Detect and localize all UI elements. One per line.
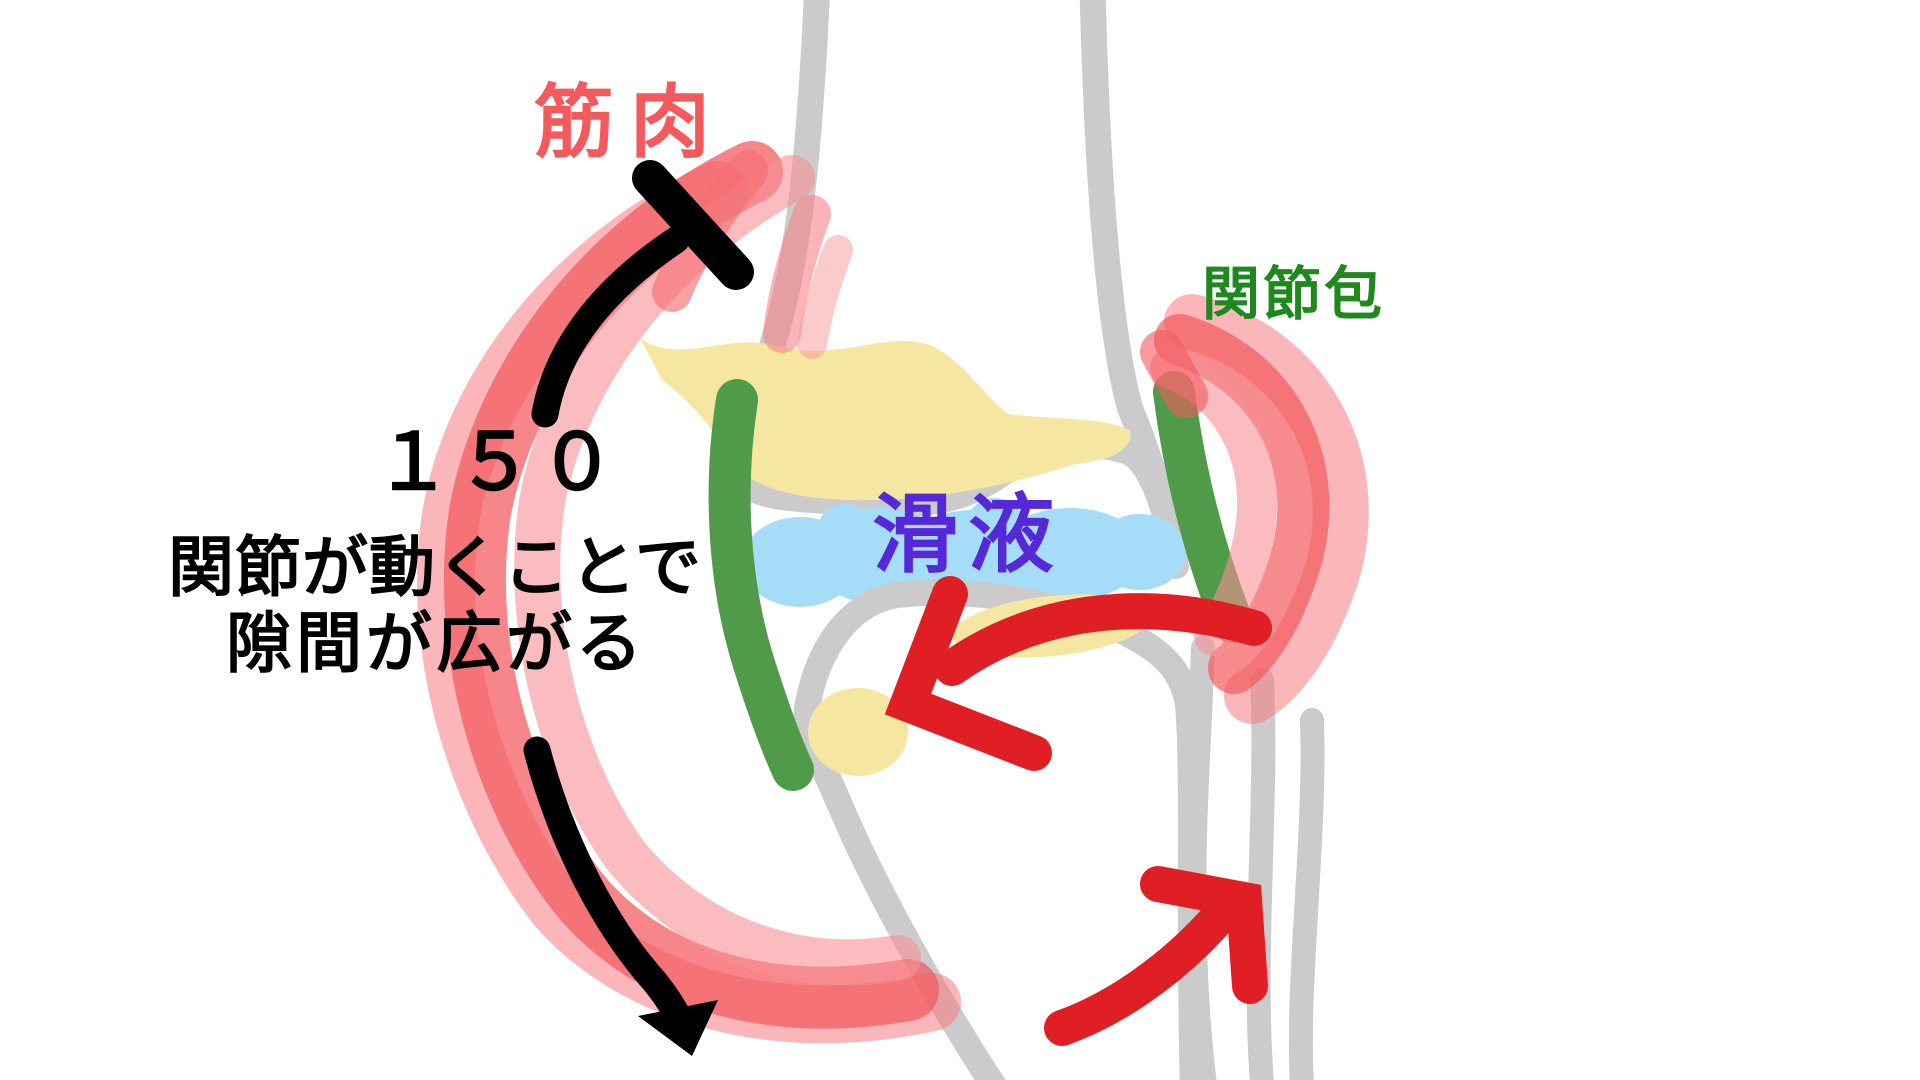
synovial-fluid-pool (742, 498, 1186, 610)
movement-arrows (884, 576, 1272, 1046)
fluid-blob (1094, 514, 1186, 590)
synovial-fluid-label: 滑液 (872, 487, 1064, 583)
muscle-stroke-outer (1164, 294, 1369, 724)
muscle-attachment-stroke (797, 235, 853, 359)
motion-range-arrows (523, 160, 754, 1056)
joint-capsule-label: 関節包 (1202, 262, 1386, 327)
muscle-attachment-stroke (1140, 330, 1208, 418)
muscle-attachment-stroke (763, 195, 831, 353)
muscle-band-left (417, 141, 961, 1044)
motion-arc-bottom (523, 736, 699, 1046)
tibia-cartilage-left (808, 688, 908, 776)
muscle-stroke-main (443, 141, 939, 1029)
motion-arc-top (531, 226, 690, 428)
rotate-arrow-shaft (1044, 888, 1246, 1046)
muscle-stroke-inner (514, 155, 921, 986)
angle-value-label: １５０ (374, 419, 621, 506)
motion-arc-bottom-arrowhead (638, 1000, 718, 1056)
fluid-blob (965, 498, 1025, 558)
slide-arrow-shaft (934, 593, 1272, 686)
femur-bone (640, 0, 1189, 579)
capsule-band-left (708, 379, 814, 791)
motion-arc-top-endbar (632, 160, 754, 290)
caption-line-2: 隙間が広がる (226, 608, 646, 681)
caption-line-1: 関節が動くことで (168, 532, 703, 605)
fibula-line (1246, 668, 1276, 1080)
fibula-line (1288, 708, 1325, 1080)
muscle-label: 筋肉 (534, 80, 726, 168)
rotate-arrow-head (1140, 866, 1268, 1004)
femur-cartilage (640, 338, 1131, 501)
fibula-line (1182, 636, 1217, 1080)
slide-arrow-head (884, 576, 1052, 771)
fluid-blob (817, 504, 873, 560)
